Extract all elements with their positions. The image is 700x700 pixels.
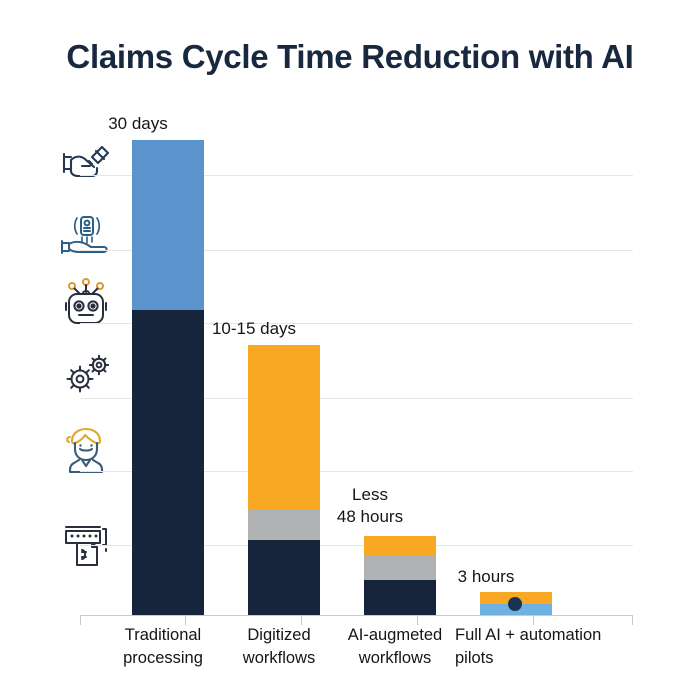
value-label-line: Less — [352, 485, 388, 504]
chart-title: Claims Cycle Time Reduction with AI — [66, 38, 634, 75]
gridline — [80, 398, 633, 399]
gridline — [80, 250, 633, 251]
gridline — [80, 471, 633, 472]
bar-full-ai-automation-pilots[interactable] — [480, 592, 552, 615]
category-label-line: workflows — [358, 649, 432, 667]
value-label-line: 48 hours — [336, 507, 404, 526]
category-label-digitized-workflows: Digitized workflows — [208, 624, 350, 670]
hand-signing-pen-icon — [58, 138, 114, 190]
gridline — [80, 323, 633, 324]
hand-holding-ai-chip-icon — [58, 207, 114, 259]
bar-segment-gray-middle — [364, 556, 436, 580]
person-agent-icon — [58, 424, 114, 476]
axis-tick — [301, 616, 302, 625]
bar-digitized-workflows[interactable] — [248, 345, 320, 615]
axis-tick — [632, 616, 633, 625]
gears-icon — [58, 348, 114, 400]
bar-segment-orange-top — [364, 536, 436, 556]
bar-segment-gray-middle — [248, 510, 320, 540]
gridline — [80, 545, 633, 546]
value-label-full-ai-automation-pilots: 3 hours — [400, 566, 572, 588]
bar-segment-orange-top — [248, 345, 320, 510]
category-label-line: processing — [123, 649, 203, 667]
robot-head-icon — [58, 277, 114, 329]
category-label-line: Traditional — [124, 626, 202, 644]
navy-dot-marker — [508, 597, 522, 611]
bar-segment-blue-top — [132, 140, 204, 310]
category-label-line: pilots — [455, 649, 494, 667]
bar-segment-navy-bottom — [364, 580, 436, 615]
value-label-line: 30 days — [108, 114, 168, 133]
axis-tick — [80, 616, 81, 625]
category-label-traditional-processing: Traditional processing — [92, 624, 234, 670]
plot-area — [80, 140, 633, 625]
bar-segment-navy-bottom — [248, 540, 320, 615]
category-label-ai-augmeted-workflows: AI-augmeted workflows — [324, 624, 466, 670]
value-label-digitized-workflows: 10-15 days — [168, 318, 340, 340]
bar-ai-augmeted-workflows[interactable] — [364, 536, 436, 615]
document-scanner-icon — [58, 517, 114, 569]
category-label-line: Full AI + automation — [455, 626, 602, 644]
bar-traditional-processing[interactable] — [132, 140, 204, 615]
value-label-traditional-processing: 30 days — [52, 113, 224, 135]
value-label-line: 3 hours — [457, 567, 515, 586]
category-label-full-ai-automation-pilots: Full AI + automation pilots — [455, 624, 645, 670]
value-label-ai-augmeted-workflows: Less 48 hours — [284, 484, 456, 528]
category-label-line: AI-augmeted — [347, 626, 443, 644]
axis-tick — [533, 616, 534, 625]
gridline — [80, 175, 633, 176]
x-axis-line — [80, 615, 633, 616]
category-label-line: Digitized — [247, 626, 311, 644]
axis-tick — [417, 616, 418, 625]
bar-segment-navy-bottom — [132, 310, 204, 615]
category-label-line: workflows — [242, 649, 316, 667]
value-label-line: 10-15 days — [211, 319, 297, 338]
axis-tick — [185, 616, 186, 625]
